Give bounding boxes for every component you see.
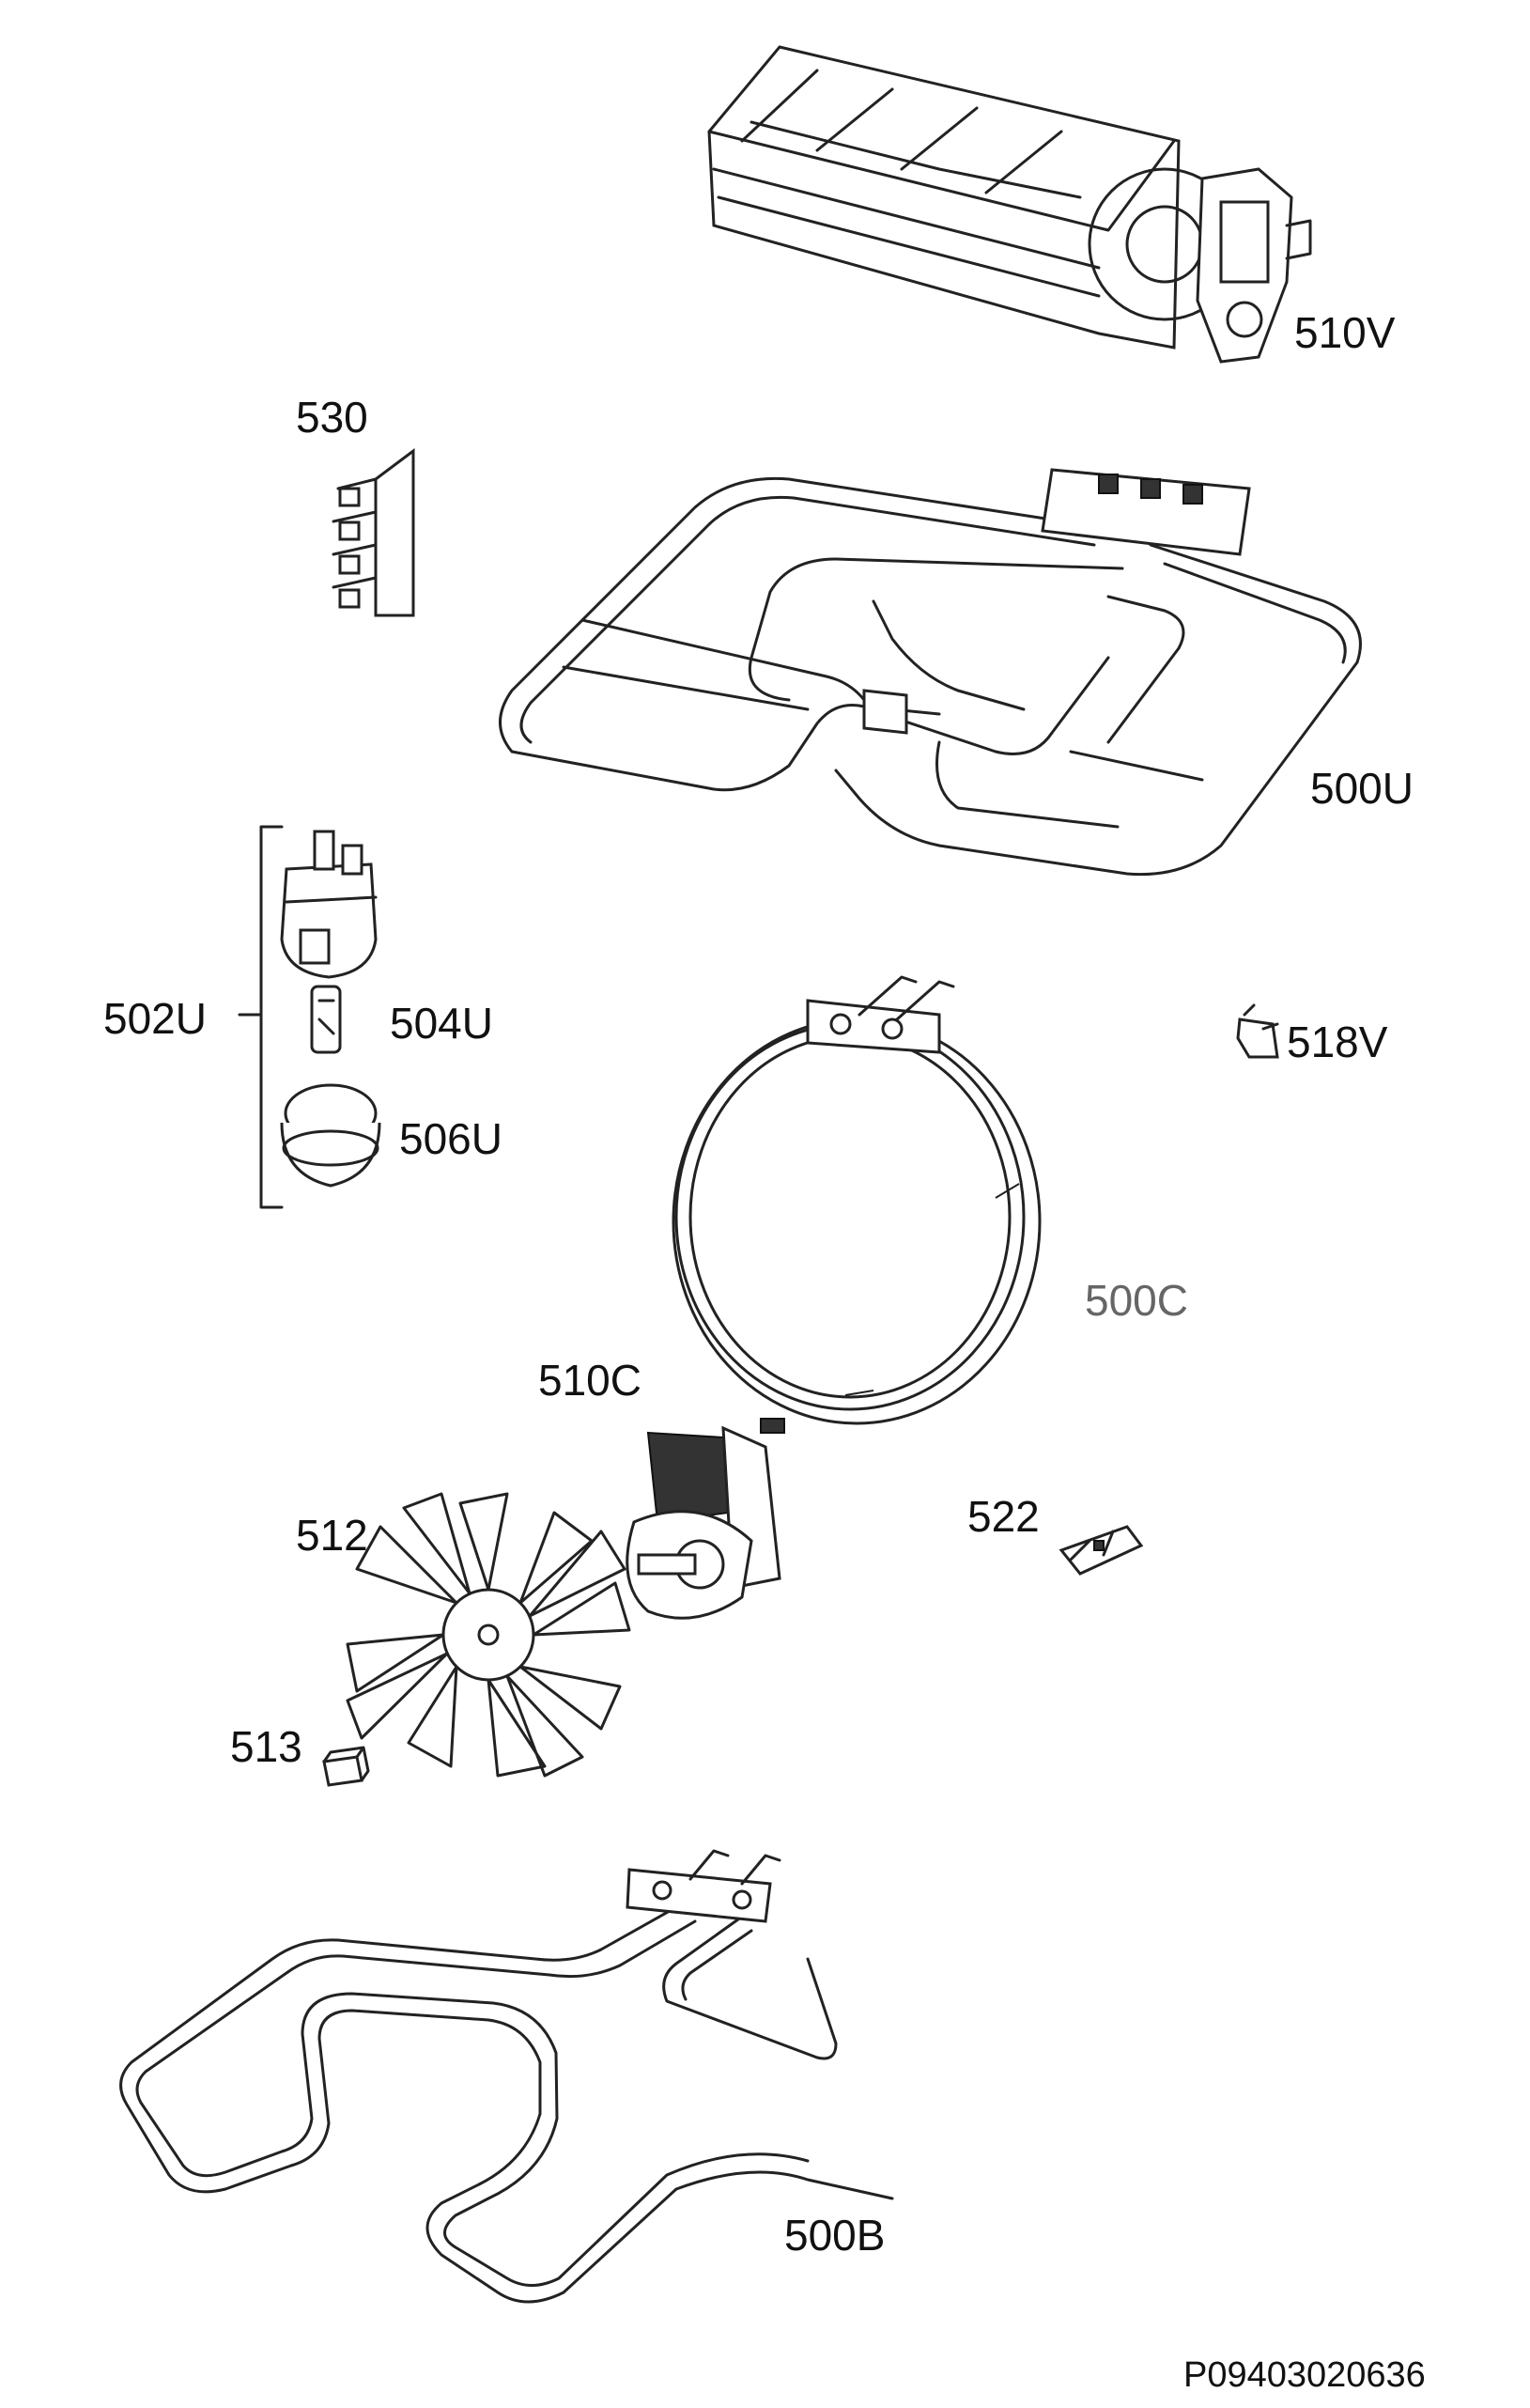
fan-blade-512 bbox=[346, 1492, 631, 1778]
label-513: 513 bbox=[230, 1722, 302, 1771]
label-510v: 510V bbox=[1294, 308, 1396, 357]
label-500b: 500B bbox=[784, 2211, 885, 2260]
lamp-holder-502u bbox=[280, 830, 378, 979]
terminal-block-530 bbox=[332, 448, 415, 617]
group-bracket-502u bbox=[238, 825, 284, 1209]
label-522: 522 bbox=[967, 1492, 1040, 1541]
label-500u: 500U bbox=[1310, 764, 1414, 813]
clip-522 bbox=[1059, 1525, 1144, 1576]
lamp-cover-506u bbox=[280, 1083, 381, 1188]
label-530: 530 bbox=[296, 393, 368, 442]
grill-element-500u bbox=[499, 468, 1362, 877]
label-502u: 502U bbox=[103, 994, 207, 1043]
label-518v: 518V bbox=[1287, 1018, 1388, 1066]
bottom-element-500b bbox=[119, 1849, 894, 2304]
label-512: 512 bbox=[296, 1511, 368, 1560]
tangential-fan-510v bbox=[707, 45, 1312, 364]
label-504u: 504U bbox=[390, 999, 493, 1048]
nut-513 bbox=[322, 1746, 370, 1787]
lamp-bulb-504u bbox=[310, 985, 342, 1054]
drawing-code: P09403020636 bbox=[1183, 2355, 1426, 2395]
fan-motor-510c bbox=[626, 1418, 785, 1620]
clip-518v bbox=[1236, 1003, 1279, 1059]
label-510c: 510C bbox=[538, 1356, 641, 1405]
label-500c: 500C bbox=[1085, 1276, 1188, 1325]
circular-element-500c bbox=[672, 975, 1042, 1425]
label-506u: 506U bbox=[399, 1114, 502, 1163]
